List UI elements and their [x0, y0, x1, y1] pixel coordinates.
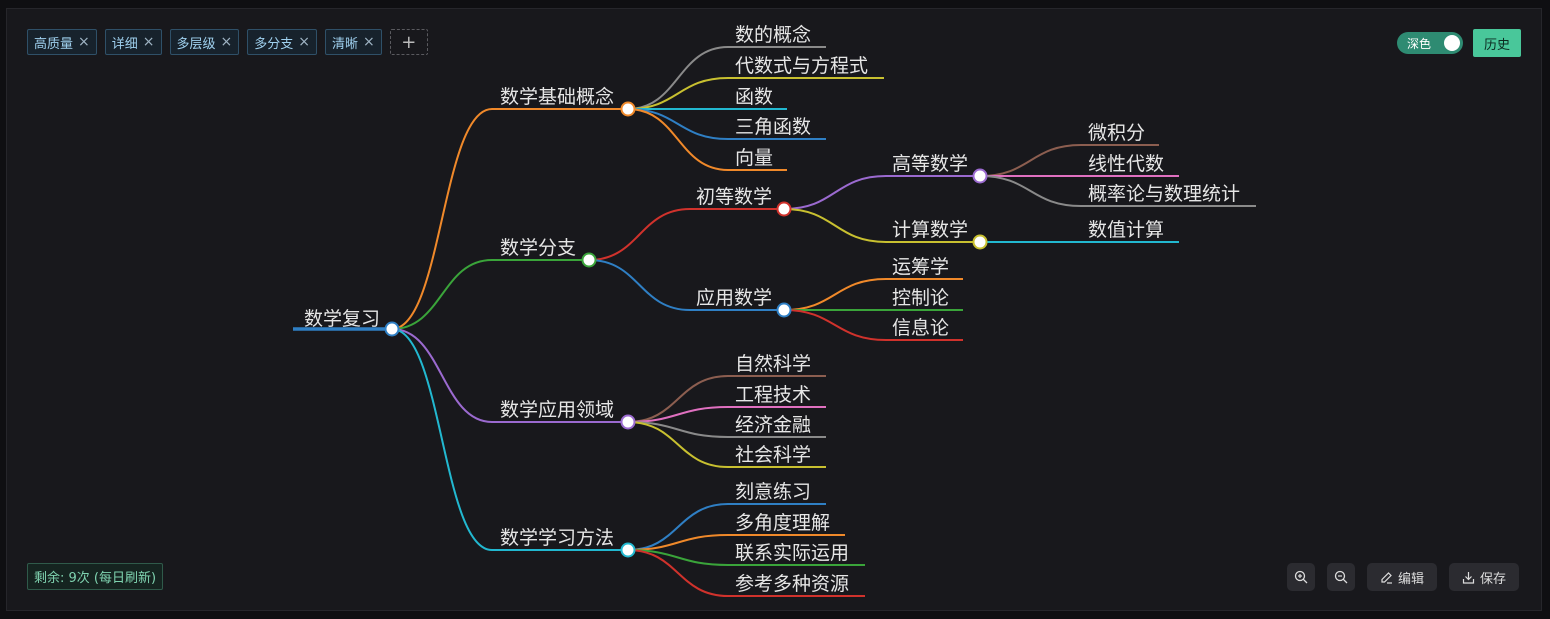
- edit-button[interactable]: 编辑: [1367, 563, 1437, 591]
- leaf-node[interactable]: 刻意练习: [735, 481, 811, 503]
- connector-line: [979, 144, 1082, 177]
- connector-line: [627, 549, 729, 597]
- tag-chip[interactable]: 详细×: [104, 29, 162, 55]
- connector-line: [391, 108, 493, 330]
- connector-line: [627, 108, 729, 171]
- zoom-in-icon: [1294, 570, 1308, 584]
- dark-mode-toggle[interactable]: 深色: [1397, 32, 1463, 54]
- zoom-in-button[interactable]: [1287, 563, 1315, 591]
- leaf-node[interactable]: 联系实际运用: [735, 542, 849, 564]
- expand-node-handle[interactable]: [776, 302, 792, 318]
- leaf-node[interactable]: 三角函数: [735, 116, 811, 138]
- leaf-node[interactable]: 自然科学: [735, 353, 811, 375]
- leaf-node[interactable]: 工程技术: [735, 384, 811, 406]
- tag-chip[interactable]: 清晰×: [325, 29, 382, 55]
- pencil-icon: [1381, 571, 1392, 584]
- connector-line: [627, 108, 729, 140]
- dark-mode-label: 深色: [1407, 36, 1432, 51]
- connector-line: [783, 175, 887, 210]
- save-button[interactable]: 保存: [1449, 563, 1519, 591]
- branch-node[interactable]: 数学分支: [500, 237, 576, 259]
- branch-node[interactable]: 应用数学: [696, 287, 772, 309]
- connector-line: [783, 208, 887, 243]
- connector-line: [391, 328, 493, 551]
- leaf-node[interactable]: 控制论: [892, 287, 949, 309]
- branch-node[interactable]: 数学应用领域: [500, 399, 614, 421]
- expand-node-handle[interactable]: [972, 234, 988, 250]
- add-tag-button[interactable]: +: [389, 29, 428, 55]
- save-label: 保存: [1479, 571, 1506, 587]
- connector-line: [627, 46, 729, 110]
- expand-node-handle[interactable]: [620, 101, 636, 117]
- remaining-count-badge: 剩余: 9次 (每日刷新): [27, 563, 164, 590]
- leaf-node[interactable]: 代数式与方程式: [735, 55, 868, 77]
- expand-node-handle[interactable]: [620, 414, 636, 430]
- tag-chip[interactable]: 多层级×: [169, 29, 240, 55]
- history-button[interactable]: 历史: [1473, 29, 1521, 57]
- connector-line: [979, 175, 1082, 207]
- tag-list: 高质量× 详细× 多层级× 多分支× 清晰× +: [27, 29, 428, 55]
- close-icon[interactable]: ×: [363, 34, 375, 50]
- tag-chip[interactable]: 高质量×: [27, 29, 97, 55]
- connector-line: [783, 278, 887, 311]
- expand-node-handle[interactable]: [776, 201, 792, 217]
- expand-node-handle[interactable]: [972, 168, 988, 184]
- leaf-node[interactable]: 社会科学: [735, 444, 811, 466]
- expand-node-handle[interactable]: [384, 321, 400, 337]
- connector-line: [588, 208, 691, 261]
- close-icon[interactable]: ×: [298, 34, 310, 50]
- toggle-knob: [1444, 35, 1460, 51]
- tag-label: 多分支: [254, 36, 294, 52]
- zoom-out-button[interactable]: [1327, 563, 1355, 591]
- leaf-node[interactable]: 数的概念: [735, 23, 811, 46]
- close-icon[interactable]: ×: [78, 34, 90, 50]
- branch-node[interactable]: 计算数学: [892, 219, 968, 241]
- edit-label: 编辑: [1397, 571, 1424, 587]
- expand-node-handle[interactable]: [620, 542, 636, 558]
- branch-node[interactable]: 数学基础概念: [500, 85, 614, 108]
- close-icon[interactable]: ×: [142, 34, 155, 50]
- connector-line: [627, 375, 729, 423]
- leaf-node[interactable]: 数值计算: [1088, 219, 1164, 241]
- leaf-node[interactable]: 运筹学: [892, 256, 949, 278]
- tag-label: 多层级: [176, 36, 216, 52]
- leaf-node[interactable]: 微积分: [1088, 122, 1145, 144]
- tag-label: 高质量: [34, 36, 74, 52]
- connector-line: [627, 421, 729, 468]
- connector-line: [783, 309, 887, 341]
- connector-line: [391, 259, 493, 330]
- close-icon[interactable]: ×: [220, 34, 233, 50]
- connector-line: [588, 259, 691, 311]
- tag-label: 详细: [111, 36, 138, 52]
- leaf-node[interactable]: 多角度理解: [735, 512, 830, 534]
- leaf-node[interactable]: 线性代数: [1088, 153, 1164, 175]
- zoom-out-icon: [1334, 570, 1348, 584]
- tag-label: 清晰: [332, 36, 359, 52]
- leaf-node[interactable]: 向量: [735, 147, 773, 169]
- leaf-node[interactable]: 信息论: [892, 317, 949, 339]
- connector-line: [627, 503, 729, 551]
- root-node[interactable]: 数学复习: [304, 308, 380, 330]
- download-icon: [1462, 571, 1475, 584]
- branch-node[interactable]: 初等数学: [696, 186, 772, 208]
- expand-node-handle[interactable]: [581, 252, 597, 268]
- leaf-node[interactable]: 参考多种资源: [735, 573, 849, 595]
- leaf-node[interactable]: 函数: [735, 86, 773, 108]
- branch-node[interactable]: 高等数学: [892, 153, 968, 175]
- connector-line: [391, 328, 493, 423]
- leaf-node[interactable]: 概率论与数理统计: [1088, 183, 1240, 205]
- connector-line: [627, 77, 729, 110]
- tag-chip[interactable]: 多分支×: [247, 29, 317, 55]
- branch-node[interactable]: 数学学习方法: [500, 527, 614, 549]
- leaf-node[interactable]: 经济金融: [735, 414, 811, 436]
